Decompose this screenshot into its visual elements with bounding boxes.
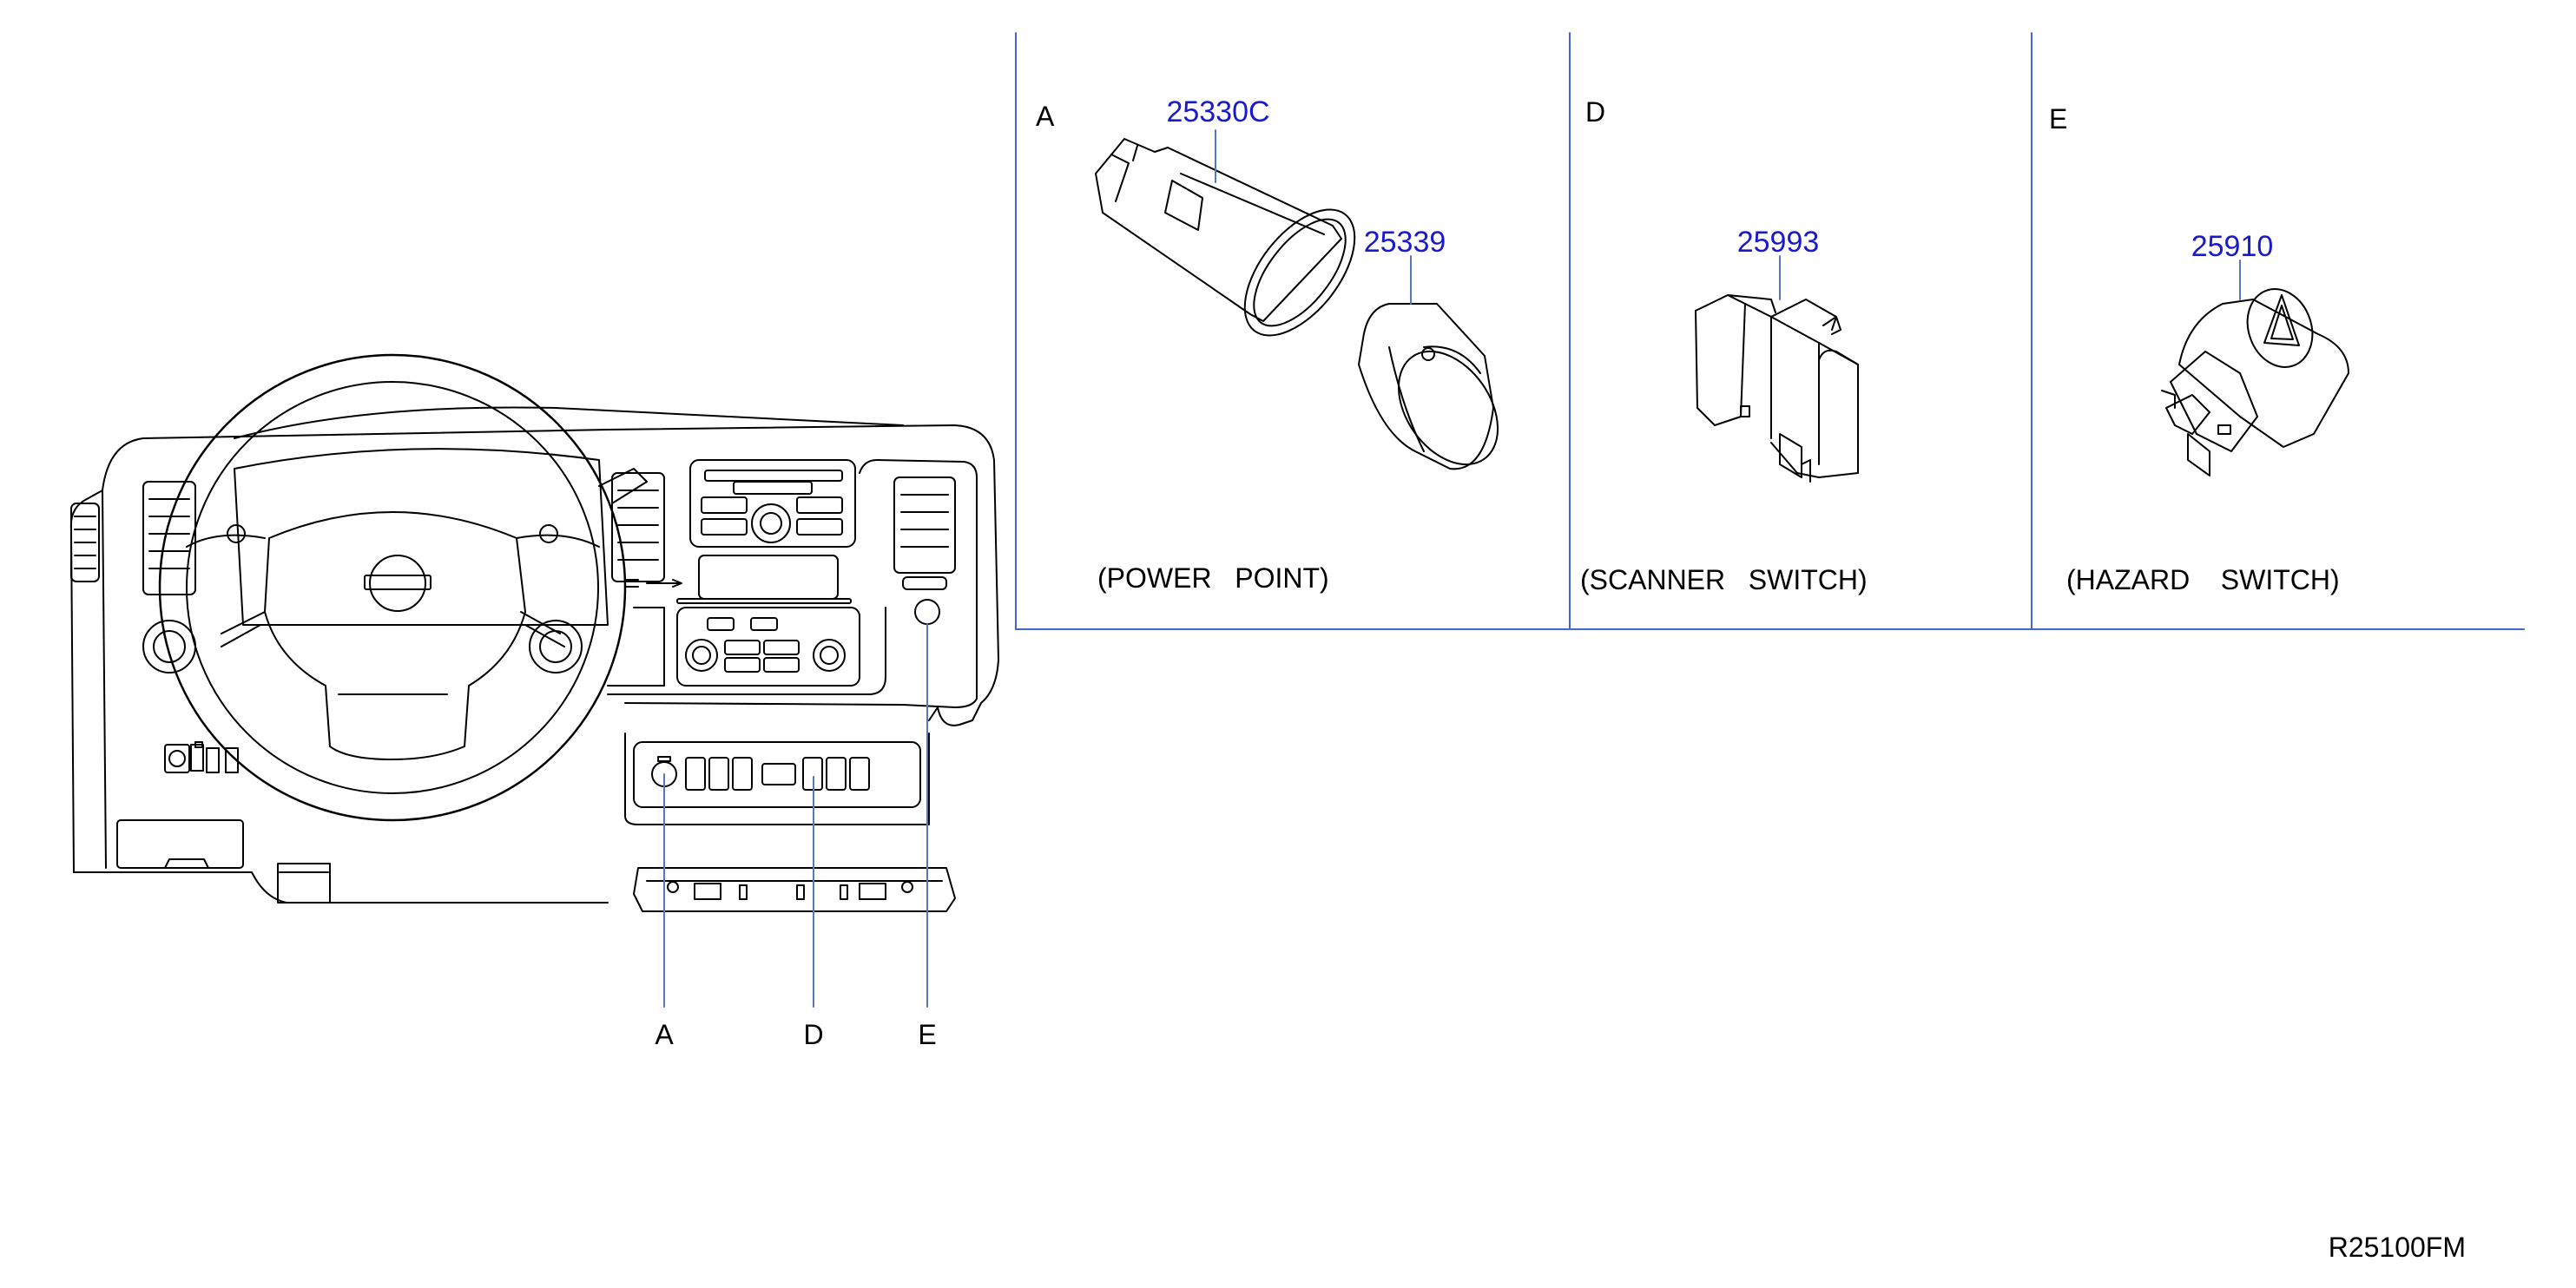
power-point-leaders [1215, 129, 1412, 305]
section-e-letter: E [2049, 103, 2067, 135]
part-number-25339[interactable]: 25339 [1364, 226, 1446, 259]
power-point-cap-illustration [1358, 303, 1499, 470]
caption-scanner-switch: (SCANNER SWITCH) [1580, 564, 1868, 595]
part-number-25910[interactable]: 25910 [2191, 230, 2274, 263]
callout-label-d: D [803, 1019, 823, 1050]
caption-hazard-switch: (HAZARD SWITCH) [2066, 564, 2340, 595]
dashboard-illustration [69, 353, 999, 912]
callout-label-e: E [918, 1019, 936, 1050]
part-number-25993[interactable]: 25993 [1737, 226, 1820, 259]
callout-label-a: A [655, 1019, 674, 1050]
section-d-letter: D [1585, 96, 1605, 128]
diagram-code: R25100FM [2329, 1232, 2466, 1263]
hazard-switch-illustration [2161, 288, 2349, 476]
caption-power-point: (POWER POINT) [1097, 562, 1329, 594]
scanner-switch-illustration [1695, 294, 1859, 483]
part-number-25330c[interactable]: 25330C [1166, 95, 1269, 128]
power-point-socket-illustration [1095, 138, 1356, 337]
callout-leaders [663, 623, 928, 1008]
panel-dividers [1015, 32, 2525, 630]
section-a-letter: A [1036, 101, 1055, 132]
